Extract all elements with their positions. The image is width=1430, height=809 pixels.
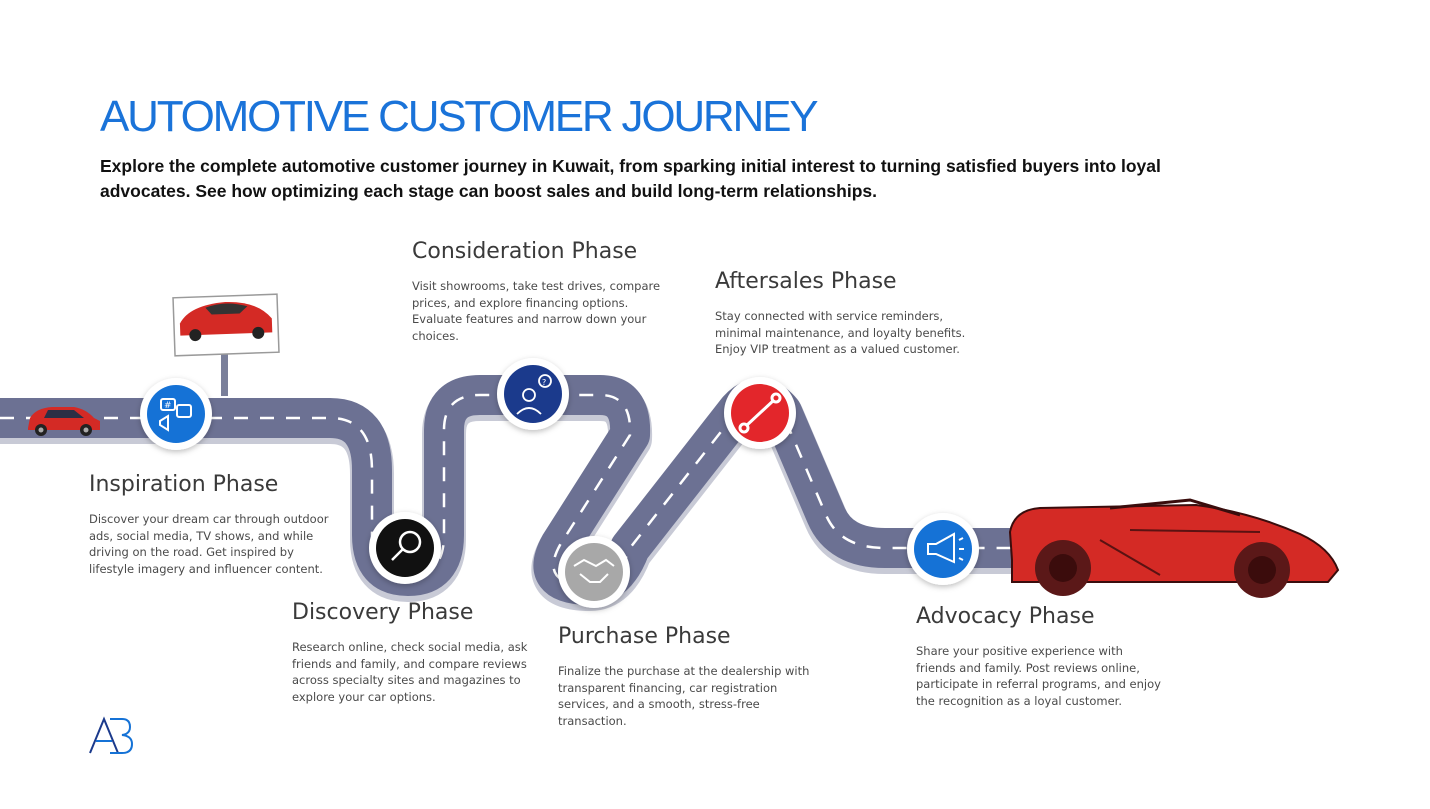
red-convertible-car	[1008, 498, 1340, 598]
phase-description: Research online, check social media, ask…	[292, 640, 528, 704]
phase-inspiration: Inspiration Phase Discover your dream ca…	[89, 472, 337, 577]
phase-purchase: Purchase Phase Finalize the purchase at …	[558, 624, 813, 729]
phase-advocacy: Advocacy Phase Share your positive exper…	[916, 604, 1166, 709]
phase-title: Consideration Phase	[412, 239, 638, 264]
page-title: AUTOMOTIVE CUSTOMER JOURNEY	[100, 92, 819, 141]
megaphone-icon	[927, 532, 964, 564]
page-subtitle: Explore the complete automotive customer…	[100, 156, 1161, 201]
milestone-consideration: ?	[497, 358, 569, 430]
phase-consideration: Consideration Phase Visit showrooms, tak…	[412, 239, 667, 344]
phase-title: Aftersales Phase	[715, 269, 897, 294]
billboard	[172, 293, 280, 396]
milestone-advocacy	[907, 513, 979, 585]
phase-discovery: Discovery Phase Research online, check s…	[292, 600, 532, 705]
milestone-purchase	[558, 536, 630, 608]
milestone-aftersales	[724, 377, 796, 449]
milestone-discovery	[369, 512, 441, 584]
magnifier-icon	[391, 530, 422, 561]
phase-title: Advocacy Phase	[916, 604, 1095, 629]
phase-aftersales: Aftersales Phase Stay connected with ser…	[715, 269, 970, 358]
phase-title: Inspiration Phase	[89, 472, 279, 497]
thinking-person-icon: ?	[516, 374, 552, 415]
small-red-car	[28, 407, 100, 436]
ab-logo-icon	[89, 716, 134, 754]
phase-title: Discovery Phase	[292, 600, 474, 625]
phase-description: Discover your dream car through outdoor …	[89, 512, 329, 576]
svg-text:?: ?	[542, 378, 546, 387]
phase-description: Share your positive experience with frie…	[916, 644, 1161, 708]
red-sports-car-image	[179, 302, 273, 342]
svg-text:#: #	[164, 401, 172, 411]
handshake-icon	[573, 558, 615, 583]
wrench-icon	[738, 392, 782, 434]
milestone-inspiration: #	[140, 378, 212, 450]
phase-description: Finalize the purchase at the dealership …	[558, 664, 810, 728]
phase-title: Purchase Phase	[558, 624, 731, 649]
phase-description: Visit showrooms, take test drives, compa…	[412, 279, 661, 343]
phase-description: Stay connected with service reminders, m…	[715, 309, 966, 357]
social-media-icon: #	[159, 398, 192, 432]
